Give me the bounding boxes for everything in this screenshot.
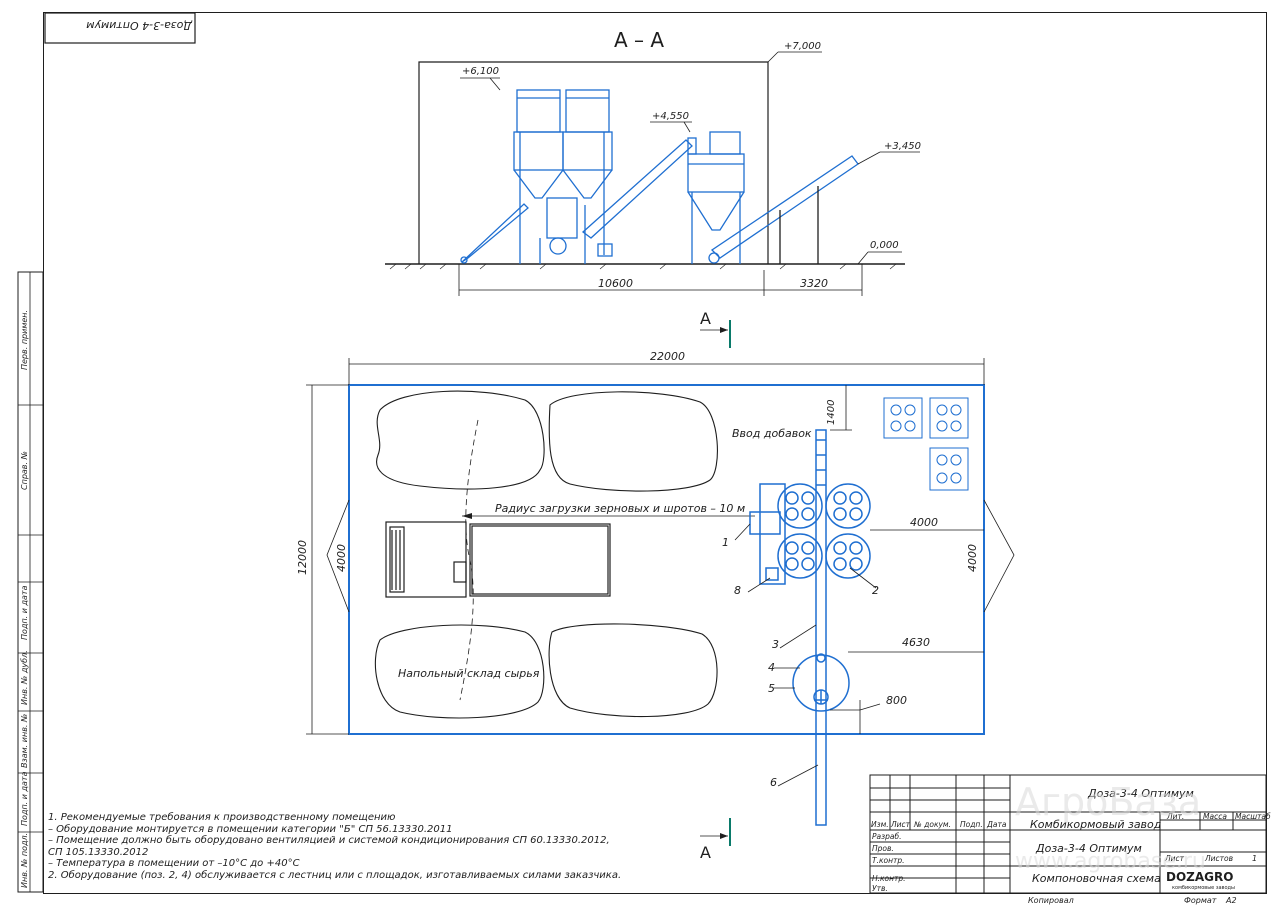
tb-sheet: Лист xyxy=(1164,854,1185,863)
dosing-group xyxy=(749,429,871,826)
additive-bins xyxy=(883,397,969,491)
tb-row-utv: Утв. xyxy=(872,884,888,893)
pos-8: 8 xyxy=(734,584,741,597)
note-line: – Помещение должно быть оборудовано вент… xyxy=(48,835,610,846)
note-line: 2. Оборудование (поз. 2, 4) обслуживаетс… xyxy=(48,869,622,881)
tb-row-nkontr: Н.контр. xyxy=(872,874,906,883)
pos-1: 1 xyxy=(722,536,729,549)
stamp-label-7: Инв. № подл. xyxy=(20,833,29,888)
cut-marker-bottom: А xyxy=(700,818,731,862)
doc-code-text: Доза-3-4 Оптимум xyxy=(86,19,193,32)
tb-copied: Копировал xyxy=(1028,896,1074,905)
plan-view: 22000 12000 4000 4000 Напольный склад сы… xyxy=(296,350,1015,826)
elev-auger2: +3,450 xyxy=(884,141,921,152)
technical-notes: 1. Рекомендуемые требования к производст… xyxy=(48,812,621,881)
stamp-label-1: Перв. примен. xyxy=(20,310,29,370)
tb-sheets: Листов xyxy=(1204,854,1233,863)
dim-4000-mid: 4000 xyxy=(910,516,938,529)
dim-4000-right: 4000 xyxy=(966,544,979,572)
title-block xyxy=(869,774,1267,894)
title-block-text: Изм. Лист № докум. Подп. Дата Разраб. Пр… xyxy=(871,780,1271,905)
dozagro-logo: DOZAGRO комбикормовые заводы xyxy=(1166,870,1235,891)
tb-scale: Масштаб xyxy=(1235,812,1271,821)
tb-row-prov: Пров. xyxy=(872,844,894,853)
dim-4630: 4630 xyxy=(902,636,930,649)
watermark: АгроБаза xyxy=(1015,780,1201,824)
doc-code-box: Доза-3-4 Оптимум xyxy=(44,12,196,44)
tb-col-doc: № докум. xyxy=(913,820,951,829)
section-dims xyxy=(458,264,863,296)
stamp-label-5: Взам. инв. № xyxy=(20,714,29,768)
section-title: А – А xyxy=(614,28,664,52)
pos-3: 3 xyxy=(772,638,779,651)
tb-col-sign: Подп. xyxy=(960,820,983,829)
pos-5: 5 xyxy=(768,682,775,695)
dim-1400: 1400 xyxy=(826,400,837,425)
radius-label: Радиус загрузки зерновых и шротов – 10 м xyxy=(495,502,745,515)
mixer-bin xyxy=(687,131,745,264)
logo-sub: комбикормовые заводы xyxy=(1172,885,1235,891)
cut-label-bottom: А xyxy=(700,843,711,862)
elev-roof: +7,000 xyxy=(784,41,821,52)
logo-main: DOZAGRO xyxy=(1166,870,1233,884)
pos-2: 2 xyxy=(872,584,879,597)
tb-format: Формат xyxy=(1184,896,1217,905)
note-line: – Оборудование монтируется в помещении к… xyxy=(48,823,453,835)
dim-22000: 22000 xyxy=(650,350,685,363)
additive-label: Ввод добавок xyxy=(732,427,812,440)
dim-12000: 12000 xyxy=(296,540,309,575)
auger-1 xyxy=(460,137,697,264)
stamp-label-3: Подп. и дата xyxy=(20,585,29,640)
tb-col-izm: Изм. xyxy=(871,820,889,829)
elev-floor: 0,000 xyxy=(870,240,899,251)
note-line: – Температура в помещении от –10°С до +4… xyxy=(48,858,300,869)
elev-silo: +6,100 xyxy=(462,66,499,77)
note-line: 1. Рекомендуемые требования к производст… xyxy=(48,812,396,823)
dim-3320: 3320 xyxy=(800,277,828,290)
tb-row-tkontr: Т.контр. xyxy=(872,856,905,865)
twin-silos xyxy=(513,89,613,264)
tb-sheets-value: 1 xyxy=(1252,854,1257,863)
side-stamp: Перв. примен. Справ. № Подп. и дата Инв.… xyxy=(17,271,44,893)
tb-doc-type: Компоновочная схема xyxy=(1032,872,1161,885)
note-line: СП 105.13330.2012 xyxy=(48,846,149,858)
pos-4: 4 xyxy=(768,661,775,674)
section-view: А – А xyxy=(385,28,921,296)
tb-designation: Доза-3-4 Оптимум xyxy=(1087,787,1194,800)
truck xyxy=(385,521,611,598)
storage-label: Напольный склад сырья xyxy=(398,667,540,680)
tb-lit: Лит. xyxy=(1166,812,1184,821)
stamp-label-4: Инв. № дубл. xyxy=(20,650,29,705)
tb-col-date: Дата xyxy=(986,820,1007,829)
stamp-label-2: Справ. № xyxy=(20,451,29,490)
tb-mass: Масса xyxy=(1203,812,1227,821)
cut-marker-top: А xyxy=(700,309,731,348)
dim-10600: 10600 xyxy=(598,277,633,290)
tb-col-list: Лист xyxy=(890,820,911,829)
tb-format-value: А2 xyxy=(1225,896,1237,905)
elev-auger1: +4,550 xyxy=(652,111,689,122)
auger-2 xyxy=(710,155,859,264)
dim-4000-left: 4000 xyxy=(335,544,348,572)
storage-piles xyxy=(374,390,718,719)
tb-row-razrab: Разраб. xyxy=(872,832,901,841)
dim-800: 800 xyxy=(886,694,907,707)
pos-6: 6 xyxy=(770,776,777,789)
cut-label-top: А xyxy=(700,309,711,328)
watermark-url: www.agrobase.ru xyxy=(1015,849,1206,874)
tb-name-2: Доза-3-4 Оптимум xyxy=(1035,842,1142,855)
stamp-label-6: Подп. и дата xyxy=(20,771,29,826)
elevation-marks xyxy=(460,51,920,265)
tb-name-1: Комбикормовый завод xyxy=(1030,818,1161,831)
